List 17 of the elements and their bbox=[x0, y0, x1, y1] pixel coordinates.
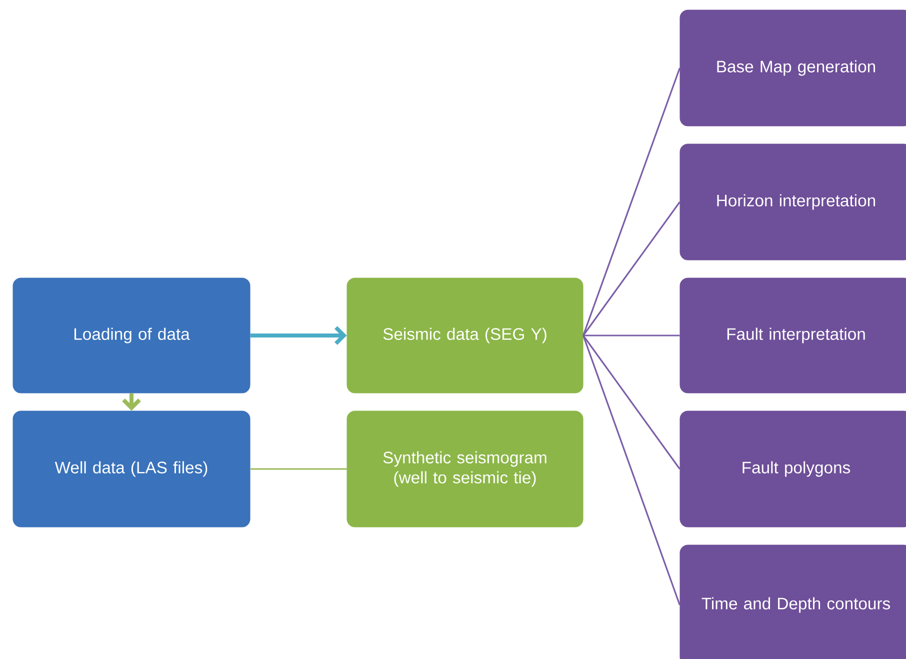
connector bbox=[582, 68, 680, 336]
process-box: Fault interpretation bbox=[680, 278, 906, 394]
process-box: Seismic data (SEG Y) bbox=[346, 278, 584, 394]
connector bbox=[582, 202, 680, 336]
process-box: Base Map generation bbox=[680, 10, 906, 126]
process-box: Time and Depth contours bbox=[680, 544, 906, 659]
connector bbox=[583, 334, 680, 336]
connector bbox=[122, 393, 141, 411]
process-box: Fault polygons bbox=[680, 410, 906, 528]
connector bbox=[582, 335, 680, 606]
process-box: Horizon interpretation bbox=[680, 144, 906, 260]
process-box: Well data (LAS files) bbox=[12, 410, 250, 528]
connector bbox=[582, 335, 680, 470]
process-box: Loading of data bbox=[12, 278, 250, 394]
connector bbox=[250, 468, 347, 470]
process-box: Synthetic seismogram (well to seismic tie) bbox=[346, 410, 584, 528]
connector bbox=[250, 326, 347, 345]
